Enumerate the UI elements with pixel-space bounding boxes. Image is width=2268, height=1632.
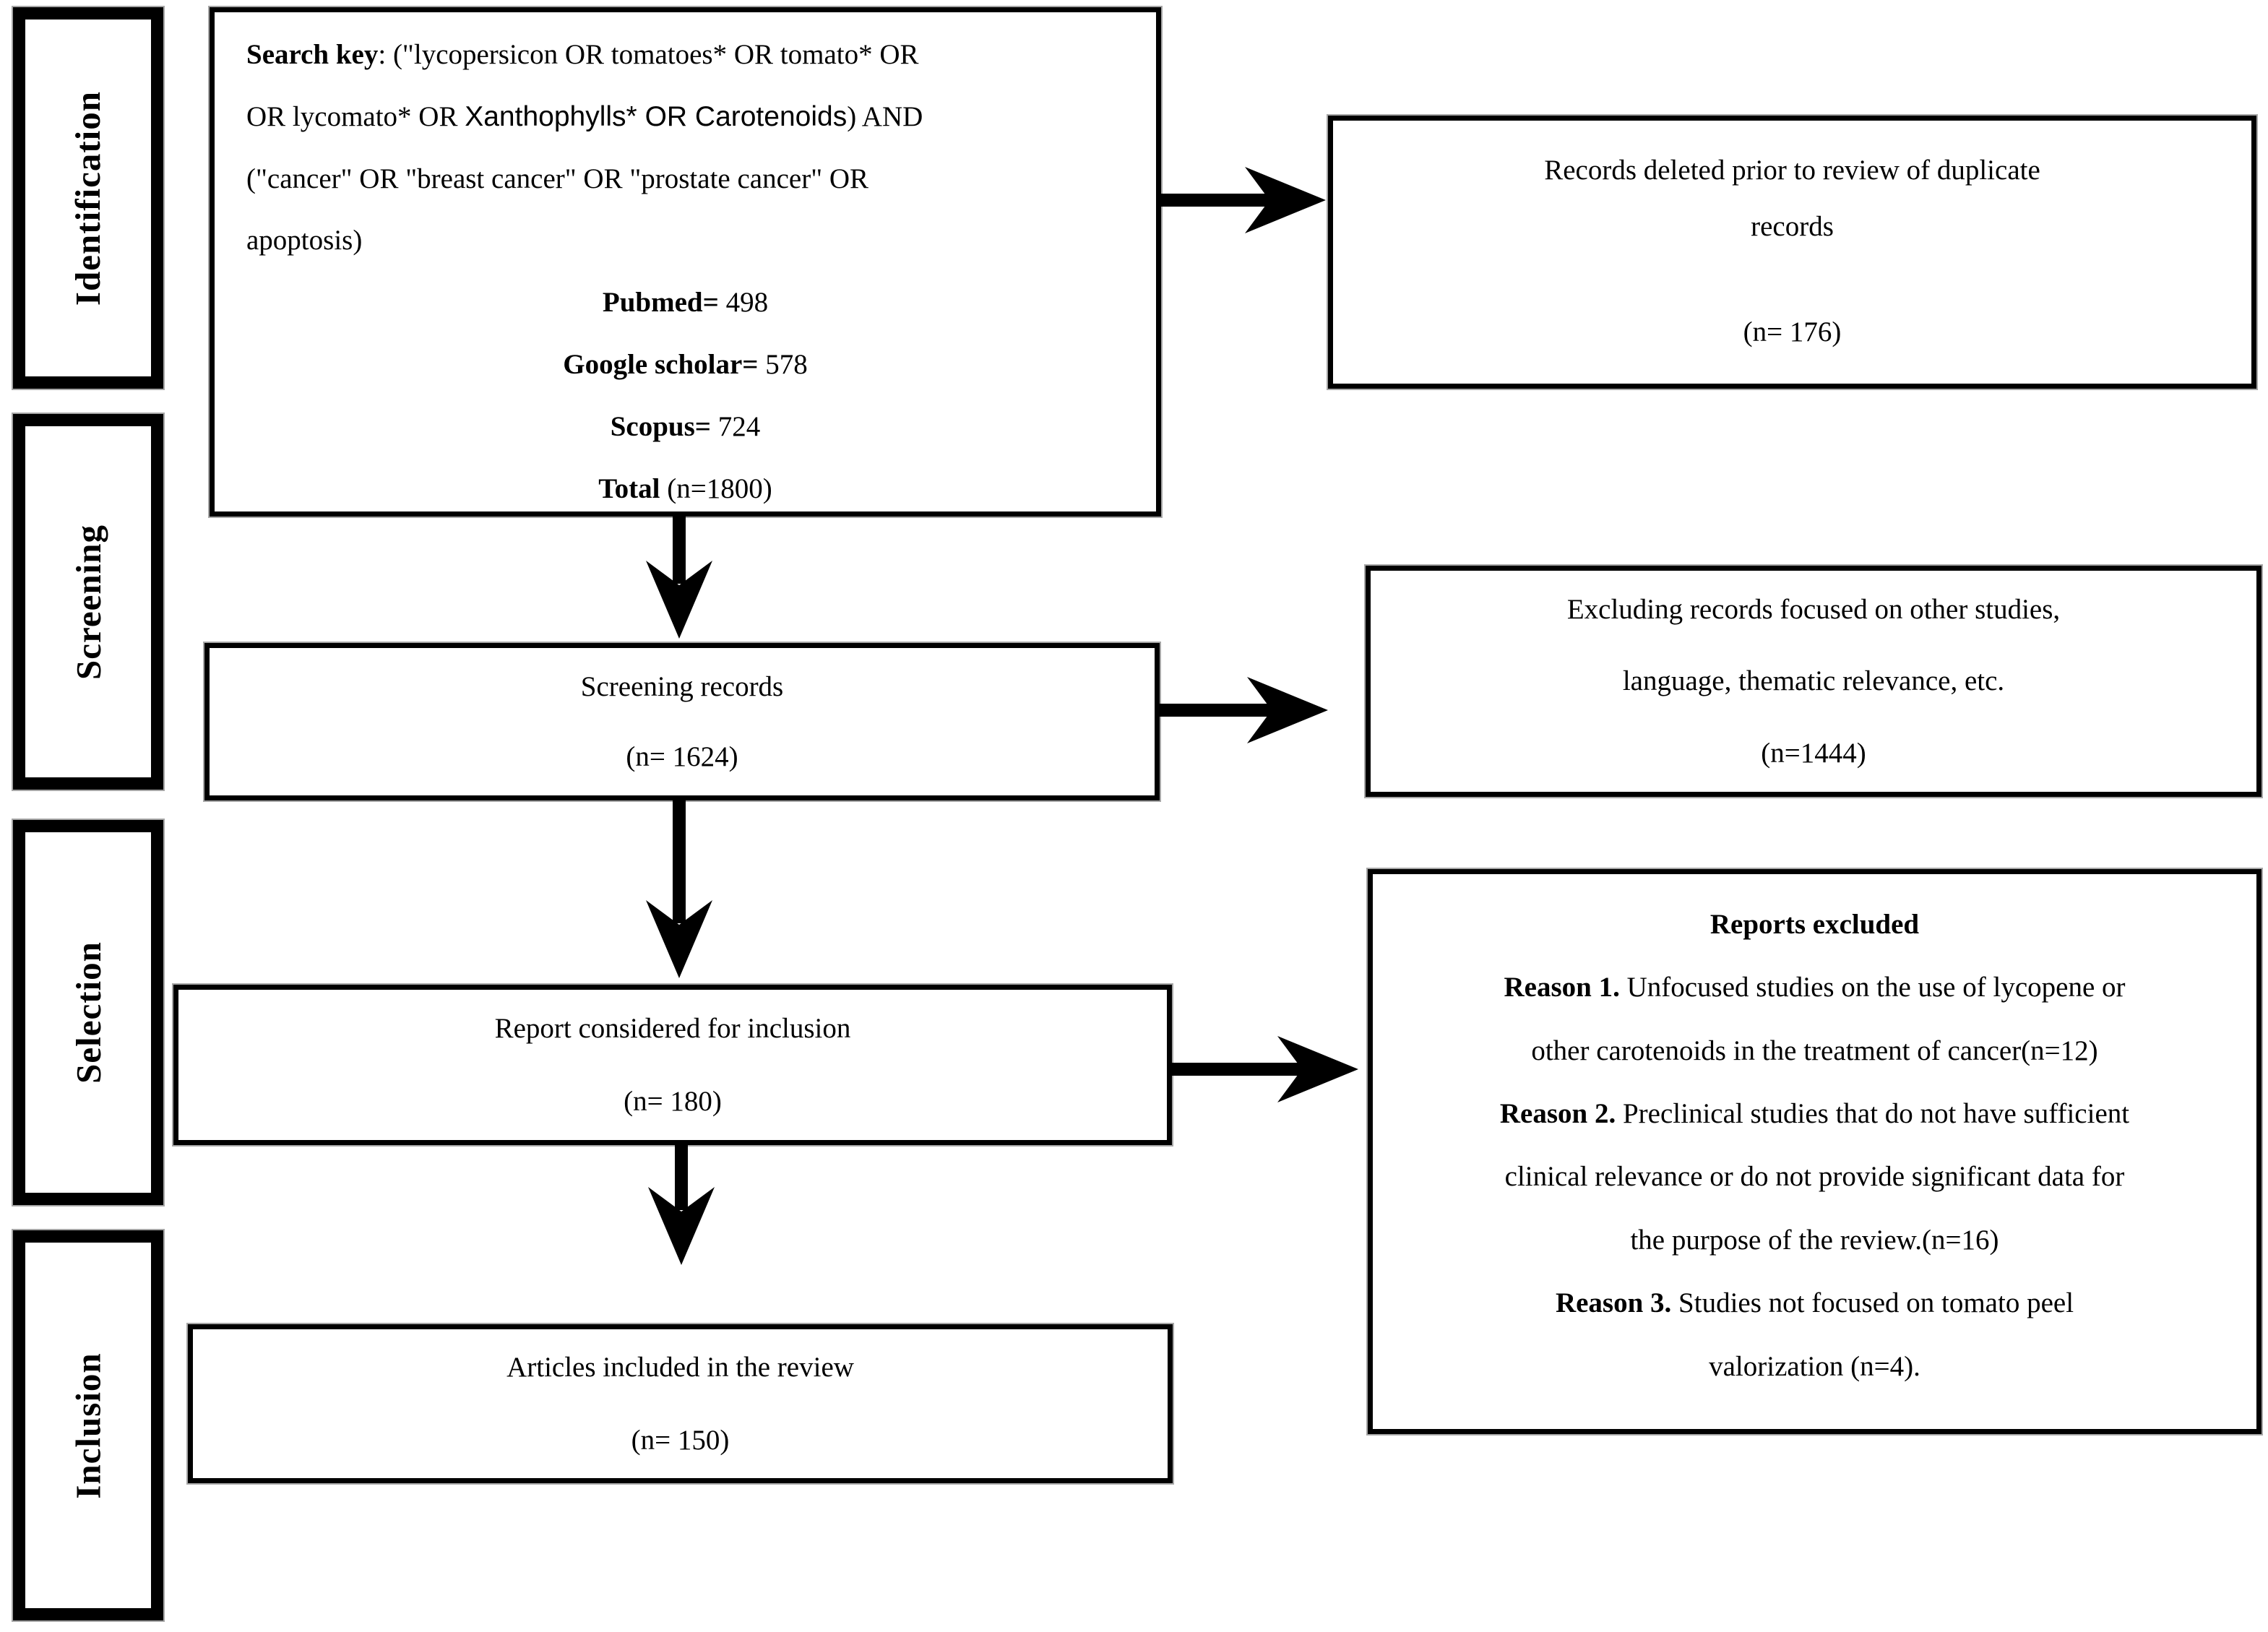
screening-records-text: Screening records (n= 1624) <box>581 652 783 793</box>
records-excluded-box: Excluding records focused on other studi… <box>1366 566 2261 797</box>
excluding-line-2: language, thematic relevance, etc. <box>1622 665 2005 697</box>
articles-included-count: (n= 150) <box>631 1425 730 1456</box>
arrow-down-icon-selection-to-inclusion <box>648 1144 715 1265</box>
search-key-line-1: Search key: ("lycopersicon OR tomatoes* … <box>246 39 919 70</box>
excluding-count: (n=1444) <box>1761 737 1866 769</box>
database-counts: Pubmed= 498 Google scholar= 578 Scopus= … <box>215 272 1156 519</box>
search-key-line-3: ("cancer" OR "breast cancer" OR "prostat… <box>246 163 869 194</box>
articles-included-box: Articles included in the review (n= 150) <box>188 1324 1173 1483</box>
report-considered-line: Report considered for inclusion <box>494 1012 851 1044</box>
report-considered-count: (n= 180) <box>624 1086 722 1117</box>
reports-excluded-title: Reports excluded <box>1709 909 1920 940</box>
excluding-line-1: Excluding records focused on other studi… <box>1566 593 2061 625</box>
duplicates-removed-text: Records deleted prior to review of dupli… <box>1333 121 2251 360</box>
search-terms-box: Search key: ("lycopersicon OR tomatoes* … <box>210 7 1161 517</box>
stage-box-selection: Selection <box>13 820 163 1205</box>
screening-records-box: Screening records (n= 1624) <box>204 643 1160 800</box>
report-considered-text: Report considered for inclusion (n= 180) <box>495 992 851 1139</box>
count-pubmed: Pubmed= 498 <box>602 287 769 319</box>
screening-line: Screening records <box>580 670 784 702</box>
reason-line-5: the purpose of the review.(n=16) <box>1630 1224 1999 1256</box>
count-google-scholar: Google scholar= 578 <box>563 348 808 380</box>
articles-included-text: Articles included in the review (n= 150) <box>506 1331 854 1477</box>
stage-label-identification: Identification <box>68 90 108 306</box>
search-key-line-4: apoptosis) <box>246 225 363 256</box>
arrow-right-icon-screening-to-excluded <box>1158 677 1328 743</box>
records-excluded-text: Excluding records focused on other studi… <box>1567 574 2060 789</box>
duplicates-removed-box: Records deleted prior to review of dupli… <box>1328 116 2256 389</box>
reason-line-6: Reason 3. Studies not focused on tomato … <box>1555 1287 2074 1319</box>
screening-count: (n= 1624) <box>626 741 738 772</box>
search-key-text: Search key: ("lycopersicon OR tomatoes* … <box>215 12 1156 272</box>
arrow-right-icon-search-to-duplicates <box>1160 167 1326 233</box>
reports-excluded-box: Reports excluded Reason 1. Unfocused stu… <box>1368 869 2261 1434</box>
stage-label-selection: Selection <box>68 941 108 1084</box>
arrow-down-icon-screening-to-selection <box>646 798 712 978</box>
count-scopus: Scopus= 724 <box>610 410 761 442</box>
arrow-down-icon-search-to-screening <box>646 515 712 639</box>
arrow-right-icon-selection-to-reports-excluded <box>1170 1036 1358 1102</box>
stage-box-identification: Identification <box>13 7 163 389</box>
stage-label-inclusion: Inclusion <box>68 1352 108 1499</box>
stage-label-screening: Screening <box>68 524 108 680</box>
stage-box-inclusion: Inclusion <box>13 1230 163 1620</box>
search-key-line-2: OR lycomato* OR Xanthophylls* OR Caroten… <box>246 100 923 132</box>
reason-line-4: clinical relevance or do not provide sig… <box>1504 1161 2125 1193</box>
reason-line-2: other carotenoids in the treatment of ca… <box>1531 1035 2098 1066</box>
duplicates-count: (n= 176) <box>1743 316 1842 347</box>
reason-line-3: Reason 2. Preclinical studies that do no… <box>1499 1098 2130 1130</box>
report-considered-box: Report considered for inclusion (n= 180) <box>173 985 1172 1145</box>
reason-line-1: Reason 1. Unfocused studies on the use o… <box>1504 972 2126 1003</box>
duplicates-line-1: Records deleted prior to review of dupli… <box>1544 155 2040 186</box>
reason-line-7: valorization (n=4). <box>1709 1350 1920 1382</box>
articles-included-line: Articles included in the review <box>506 1351 854 1383</box>
count-total: Total (n=1800) <box>598 472 772 504</box>
stage-box-screening: Screening <box>13 414 163 790</box>
duplicates-line-2: records <box>1751 211 1834 242</box>
reports-excluded-text: Reports excluded Reason 1. Unfocused stu… <box>1373 874 2256 1398</box>
